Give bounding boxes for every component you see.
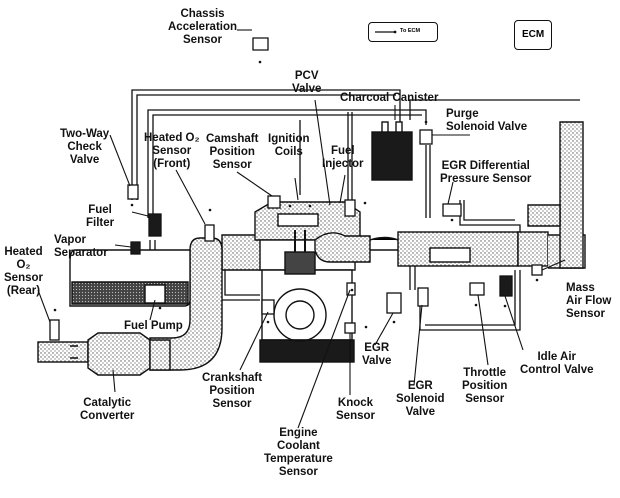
throttle-position-sensor [469, 282, 485, 296]
label-egr-solenoid: EGR Solenoid Valve [396, 380, 445, 418]
label-purge-solenoid: Purge Solenoid Valve [446, 108, 528, 133]
label-throttle: Throttle Position Sensor [462, 367, 508, 405]
label-ignition-coils: Ignition Coils [268, 133, 310, 158]
exhaust-pipe [37, 234, 269, 376]
heated-o2-front-sensor [204, 224, 215, 242]
fuel-filter [148, 213, 162, 237]
to-ecm-text: To ECM [400, 28, 421, 34]
label-idle-air: Idle Air Control Valve [520, 351, 594, 376]
coolant-temp-sensor [346, 282, 356, 296]
label-fuel-injector: Fuel Injector [322, 145, 364, 170]
charcoal-canister [371, 121, 413, 181]
egr-diff-pressure-sensor [442, 203, 462, 217]
label-coolant-temp: Engine Coolant Temperature Sensor [264, 427, 333, 478]
label-fuel-filter: Fuel Filter [86, 204, 115, 229]
chassis-accel-sensor [252, 37, 269, 51]
crankshaft-position-sensor [261, 299, 275, 315]
label-charcoal-canister: Charcoal Canister [340, 92, 439, 104]
ecm-text: ECM [522, 29, 545, 40]
label-chassis-accel: Chassis Acceleration Sensor [168, 8, 238, 46]
label-egr-valve: EGR Valve [362, 342, 392, 367]
label-pcv-valve: PCV Valve [292, 70, 322, 95]
engine-block [254, 201, 361, 363]
leader-lines [37, 29, 566, 429]
label-camshaft: Camshaft Position Sensor [206, 133, 259, 171]
fuel-injector [344, 199, 356, 217]
label-heated-o2-rear: Heated O₂ Sensor (Rear) [4, 246, 43, 297]
intake-system [314, 121, 586, 269]
label-catalytic: Catalytic Converter [80, 397, 135, 422]
label-heated-o2-front: Heated O₂ Sensor (Front) [144, 132, 200, 170]
ecm-legend: ECM [514, 20, 552, 50]
egr-valve [386, 292, 402, 314]
label-egr-diff: EGR Differential Pressure Sensor [440, 160, 532, 185]
camshaft-position-sensor [267, 195, 281, 209]
heated-o2-rear-sensor [49, 319, 60, 341]
idle-air-control-valve [499, 275, 513, 297]
arrow-icon [375, 30, 397, 34]
components [49, 37, 543, 341]
label-crankshaft: Crankshaft Position Sensor [202, 372, 263, 410]
label-two-way-check: Two-Way Check Valve [60, 128, 110, 166]
vapor-separator [130, 241, 141, 255]
mass-air-flow-sensor [531, 264, 543, 276]
label-fuel-pump: Fuel Pump [124, 320, 183, 332]
two-way-check-valve [127, 184, 139, 200]
label-vapor-separator: Vapor Separator [54, 234, 108, 259]
to-ecm-legend: To ECM [368, 22, 438, 42]
label-knock: Knock Sensor [336, 397, 375, 422]
egr-solenoid-valve [417, 287, 429, 307]
knock-sensor [344, 322, 356, 334]
fuel-tank [69, 249, 191, 307]
ecm-connectors [53, 60, 539, 329]
purge-solenoid-valve [419, 129, 433, 145]
label-mass-air-flow: Mass Air Flow Sensor [566, 282, 612, 320]
